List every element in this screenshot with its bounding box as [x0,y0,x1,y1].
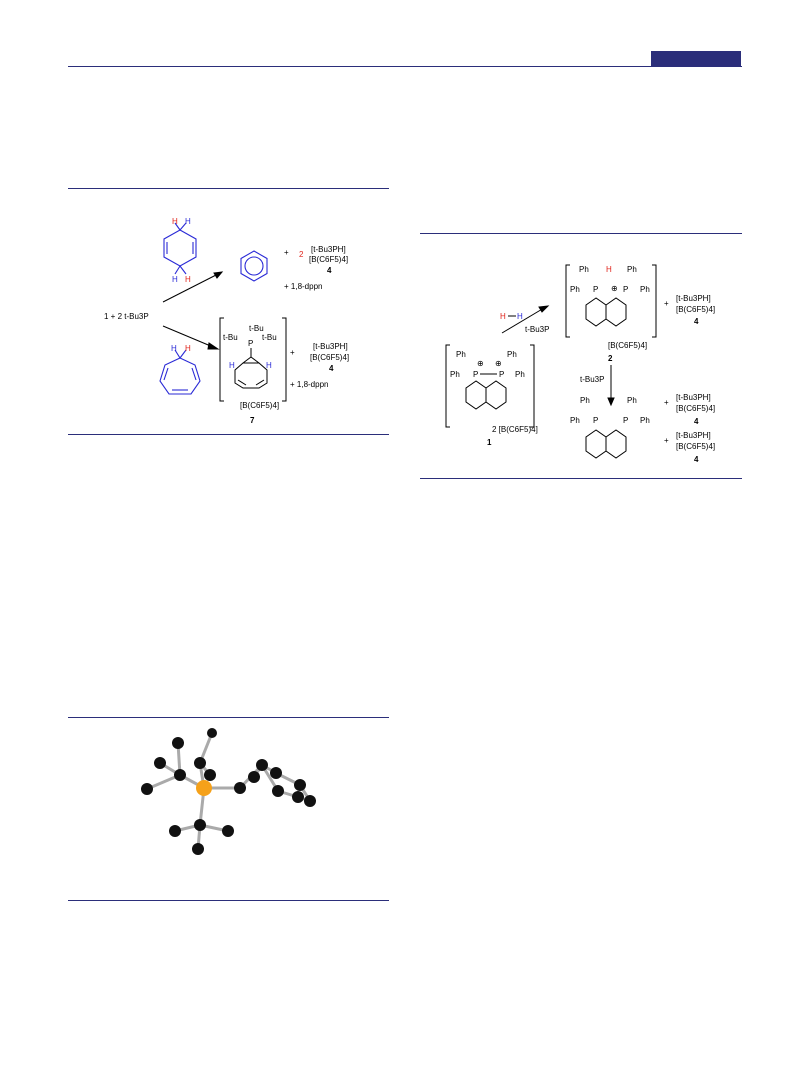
h2-reagent: H [500,312,506,321]
counterion-label: [B(C6F5)4] [240,401,279,410]
h-label: H [185,275,191,284]
compound-7-structure [234,348,268,389]
compound-number: 4 [694,417,699,426]
salt-line2: [B(C6F5)4] [309,255,348,264]
tbu-label: t-Bu [262,333,277,342]
cycloheptatriene-structure [159,349,201,395]
arrow-step2 [607,365,615,407]
salt-line2: [B(C6F5)4] [676,404,715,413]
base-reagent: t-Bu3P [525,325,549,334]
salt-line1: [t-Bu3PH] [311,245,346,254]
ph-label: Ph [450,370,460,379]
byproduct-label: + 1,8-dppn [284,282,322,291]
crystal-structure [141,728,316,855]
plus-sign: + [290,348,295,357]
p-atom-label: P [499,370,504,379]
cyclohexadiene-structure [163,222,197,275]
carbon-atoms [141,728,316,855]
ph-label: Ph [640,416,650,425]
compound-number: 7 [250,416,255,425]
phosphorus-atom [196,780,212,796]
arrow-bottom [162,325,220,350]
h2-reagent: H [517,312,523,321]
bracket-1 [445,344,535,428]
p-atom-label: P [623,416,628,425]
plus-sign: + [284,248,289,257]
scheme-left-bottom-rule [68,434,389,435]
compound-number: 4 [694,317,699,326]
salt-line1: [t-Bu3PH] [676,431,711,440]
scheme-right-top-rule [420,233,742,234]
compound-number: 4 [694,455,699,464]
ph-label: Ph [580,396,590,405]
plus-sign: + [664,299,669,308]
h-label: H [172,275,178,284]
h-label: H [171,344,177,353]
plus-charge: ⊕ [495,359,502,368]
scheme-left-top-rule [68,188,389,189]
ph-label: Ph [627,396,637,405]
ph-label: Ph [456,350,466,359]
benzene-structure [240,250,268,282]
p-atom-label: P [248,339,253,348]
h-label: H [185,217,191,226]
header-tab [651,51,741,66]
scheme-right: H H t-Bu3P Ph Ph Ph Ph P P ⊕ ⊕ 2 [B(C6F5… [445,264,715,464]
plus-charge: ⊕ [611,284,618,293]
coefficient: 2 [299,250,304,259]
ph-label: Ph [627,265,637,274]
figure-top-rule [68,717,389,718]
ph-label: Ph [570,416,580,425]
figure-bottom-rule [68,900,389,901]
naphthalene-final [585,429,627,459]
naphthalene-1 [465,373,507,410]
h-label: H [229,361,235,370]
compound-number: 2 [608,354,613,363]
arrow-step1 [501,305,550,334]
salt-line1: [t-Bu3PH] [313,342,348,351]
p-atom-label: P [473,370,478,379]
base-reagent: t-Bu3P [580,375,604,384]
salt-line1: [t-Bu3PH] [676,393,711,402]
ph-label: Ph [570,285,580,294]
tbu-label: t-Bu [249,324,264,333]
ph-label: Ph [507,350,517,359]
p-atom-label: P [593,416,598,425]
h-label: H [606,265,612,274]
salt-line1: [t-Bu3PH] [676,294,711,303]
bracket-2 [565,264,657,338]
plus-sign: + [664,398,669,407]
counterion-label: 2 [B(C6F5)4] [492,425,538,434]
h-label: H [266,361,272,370]
tbu-label: t-Bu [223,333,238,342]
scheme-left: H H H H 1 + 2 t-Bu3P + 2 [t-Bu3PH] [B(C6… [104,217,349,425]
bracket-7 [219,317,287,402]
p-atom-label: P [593,285,598,294]
compound-number: 4 [327,266,332,275]
reactants-label: 1 + 2 t-Bu3P [104,312,149,321]
ph-label: Ph [640,285,650,294]
byproduct-label: + 1,8-dppn [290,380,328,389]
counterion-label: [B(C6F5)4] [608,341,647,350]
scheme-right-bottom-rule [420,478,742,479]
salt-line2: [B(C6F5)4] [676,442,715,451]
header-rule [68,66,742,67]
arrow-top [162,271,224,303]
plus-charge: ⊕ [477,359,484,368]
plus-sign: + [664,436,669,445]
salt-line2: [B(C6F5)4] [310,353,349,362]
compound-number: 1 [487,438,492,447]
salt-line2: [B(C6F5)4] [676,305,715,314]
ph-label: Ph [579,265,589,274]
h-label: H [172,217,178,226]
p-atom-label: P [623,285,628,294]
ph-label: Ph [515,370,525,379]
naphthalene-2 [585,297,627,327]
h-label: H [185,344,191,353]
compound-number: 4 [329,364,334,373]
